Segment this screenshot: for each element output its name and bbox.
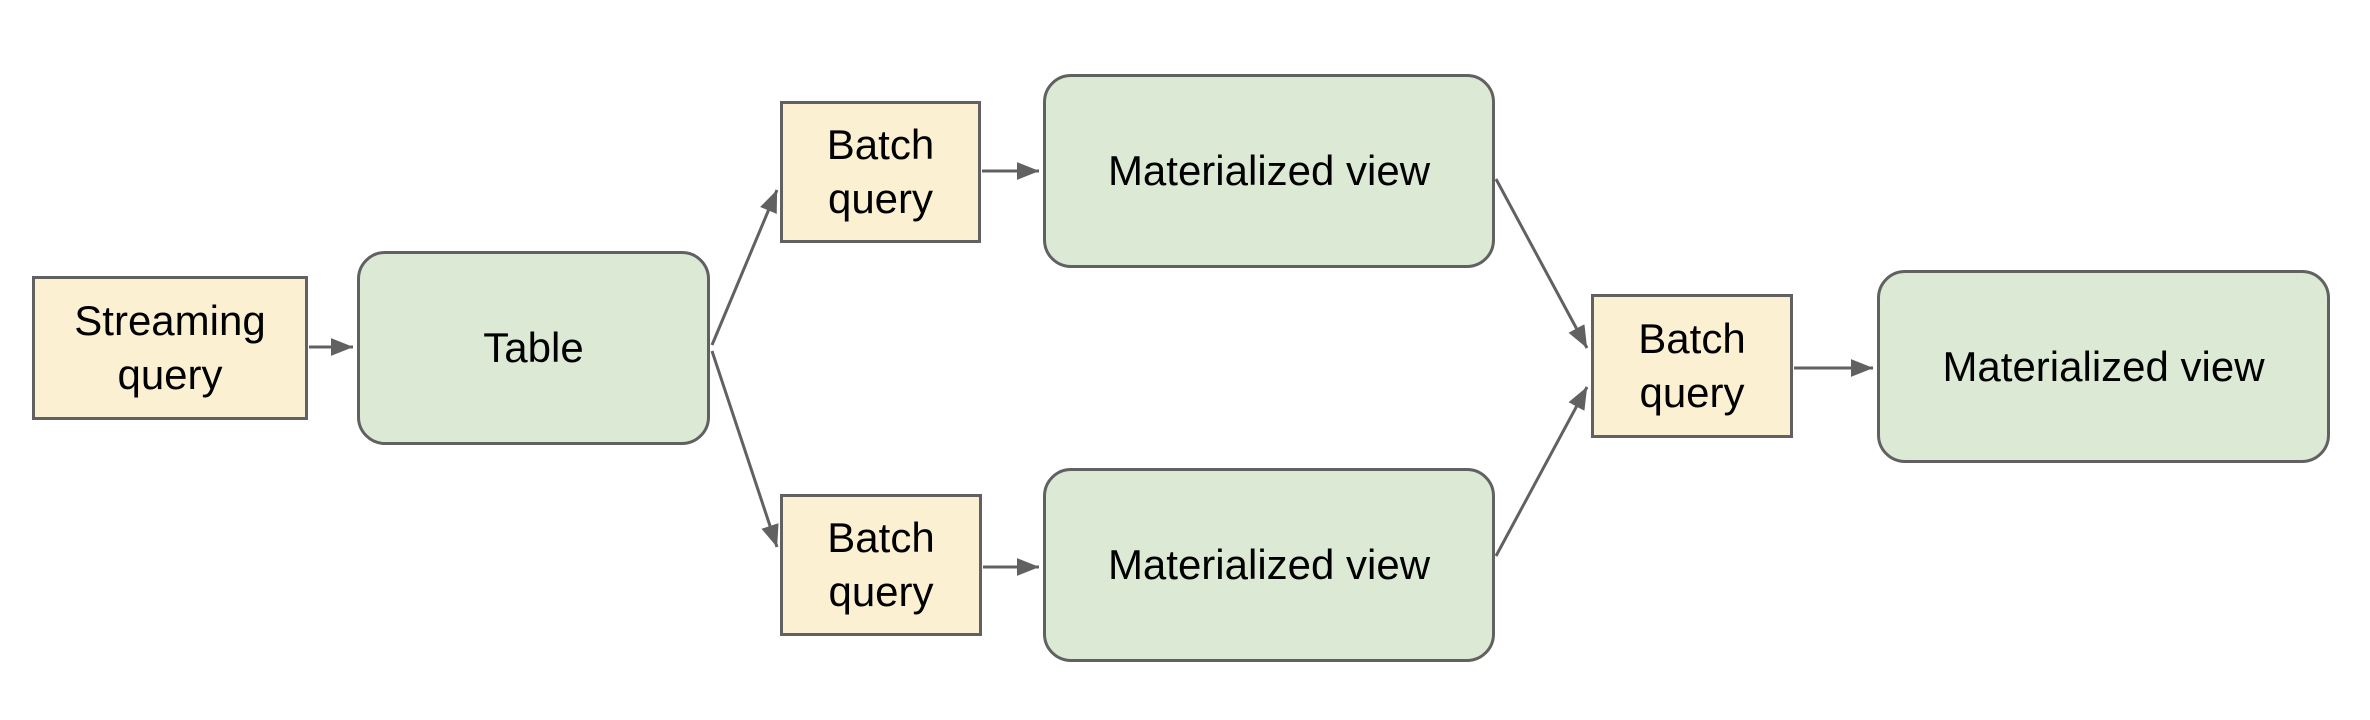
node-table: Table bbox=[357, 251, 710, 445]
node-label: Streaming query bbox=[74, 297, 266, 398]
edge-table-to-batch-query-bottom bbox=[710, 350, 779, 548]
node-batch-query-top: Batch query bbox=[780, 101, 981, 243]
edge-mv-top-to-batch-query-right bbox=[1494, 178, 1589, 349]
node-label: Batch query bbox=[1638, 315, 1746, 416]
node-label: Materialized view bbox=[1107, 541, 1431, 588]
edge-table-to-batch-query-top bbox=[710, 189, 779, 346]
node-label: Materialized view bbox=[1942, 342, 2265, 390]
node-label: Table bbox=[483, 324, 584, 371]
node-materialized-view-top: Materialized view bbox=[1043, 74, 1495, 268]
node-materialized-view-bottom: Materialized view bbox=[1043, 468, 1495, 662]
node-streaming-query: Streaming query bbox=[32, 276, 308, 420]
node-label: Batch query bbox=[826, 121, 935, 222]
node-batch-query-bottom: Batch query bbox=[780, 494, 982, 636]
edge-mv-bottom-to-batch-query-right bbox=[1494, 386, 1589, 557]
node-label: Batch query bbox=[827, 514, 935, 615]
node-materialized-view-right: Materialized view bbox=[1877, 270, 2330, 463]
node-label: Materialized view bbox=[1107, 147, 1431, 194]
node-batch-query-right: Batch query bbox=[1591, 294, 1793, 438]
